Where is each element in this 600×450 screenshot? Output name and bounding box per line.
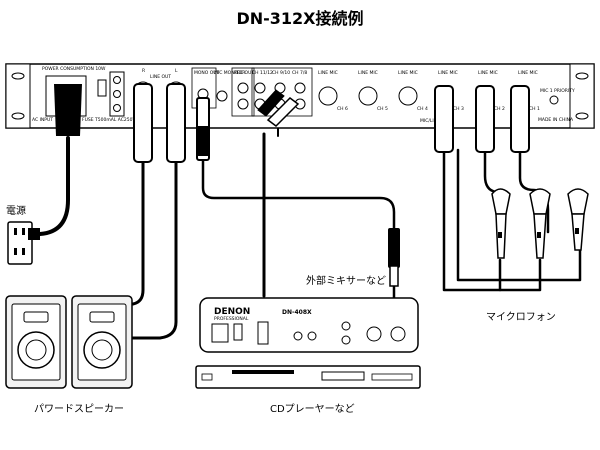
line-mic-switch-6: LINE MIC xyxy=(318,70,338,76)
power-plug xyxy=(54,84,82,136)
rec-out-label: REC OUT xyxy=(234,70,254,76)
mic1-priority-knob xyxy=(549,95,559,105)
mixer-phone-plug xyxy=(388,228,400,287)
ch3-plug xyxy=(434,85,454,153)
power-cable xyxy=(32,136,70,236)
ac-input-label: AC INPUT xyxy=(32,117,53,123)
mic1-priority-label: MIC 1 PRIORITY xyxy=(540,88,575,94)
cd-player xyxy=(195,365,421,389)
rack-panel: POWER CONSUMPTION 10W AC INPUT FUSE T500… xyxy=(5,63,595,129)
microphones-label: マイクロフォン xyxy=(486,311,556,323)
rca-plug-1 xyxy=(257,89,285,117)
ch-7-8-jack-a xyxy=(294,82,306,94)
mixer-xlr-1 xyxy=(366,326,382,342)
ch4-jack xyxy=(398,86,418,106)
ch6-label: CH 6 xyxy=(337,106,348,112)
rack-hole-tr xyxy=(575,72,589,80)
power-plug-in-outlet xyxy=(28,228,40,240)
mixer-ac-inlet xyxy=(211,323,229,343)
cd-player-label: CDプレーヤーなど xyxy=(270,403,355,415)
mixer-brand-sub: PROFESSIONAL xyxy=(214,316,249,322)
plugs xyxy=(54,83,530,163)
line-mic-switch-1: LINE MIC xyxy=(518,70,538,76)
mixer-fuse xyxy=(257,321,269,345)
mixer-xlr-2 xyxy=(390,326,406,342)
ch1-label: CH 1 xyxy=(529,106,540,112)
microphone-3 xyxy=(567,188,589,251)
line-out-l-cable xyxy=(131,158,178,340)
mixer-brand: DENON xyxy=(214,307,250,317)
ch5-label: CH 5 xyxy=(377,106,388,112)
line-out-l-plug xyxy=(166,83,186,163)
rack-hole-br xyxy=(575,112,589,120)
mixer-knob-2 xyxy=(307,331,317,341)
line-out-label: LINE OUT xyxy=(150,74,171,80)
mic-monitor-jack xyxy=(216,90,228,102)
line-mic-switch-4: LINE MIC xyxy=(398,70,418,76)
ch-11-12-jack-a xyxy=(254,82,266,94)
ch3-label: CH 3 xyxy=(453,106,464,112)
rec-out-jack-1 xyxy=(237,82,249,94)
dn-408x-mixer: DENON PROFESSIONAL DN-408X xyxy=(199,297,419,353)
powered-speaker-left xyxy=(5,295,67,389)
mic-monitor-label: MIC MONITOR xyxy=(214,70,245,76)
mixer-jack-1 xyxy=(341,321,351,331)
mic-line-in-label: MIC/LINE IN xyxy=(420,118,446,124)
ch5-jack xyxy=(358,86,378,106)
diagram-title: DN-312X接続例 xyxy=(236,9,363,28)
line-mic-switch-5: LINE MIC xyxy=(358,70,378,76)
powered-speaker-right xyxy=(71,295,133,389)
external-mixer-label: 外部ミキサーなど xyxy=(306,274,386,287)
powered-speakers-label: パワードスピーカー xyxy=(34,403,124,415)
line-mic-switch-2: LINE MIC xyxy=(478,70,498,76)
ch2-plug xyxy=(475,85,495,153)
line-out-r-tag: R xyxy=(142,68,145,74)
mic-cable-3 xyxy=(442,148,542,292)
cd-display xyxy=(321,371,365,381)
screw-terminals xyxy=(109,71,125,117)
microphone-1 xyxy=(491,188,511,259)
made-in-label: MADE IN CHINA xyxy=(538,117,574,123)
cd-disc-tray xyxy=(232,370,294,374)
mixer-power-switch xyxy=(233,323,243,341)
ch-11-12-label: CH 11/12 xyxy=(252,70,273,76)
ch-7-8-label: CH 7/8 xyxy=(292,70,307,76)
power-consumption-label: POWER CONSUMPTION 10W xyxy=(42,66,106,72)
line-mic-switch-3: LINE MIC xyxy=(438,70,458,76)
line-out-l-tag: L xyxy=(175,68,178,74)
mixer-knob-1 xyxy=(293,331,303,341)
mixer-jack-2 xyxy=(341,335,351,345)
ch4-label: CH 4 xyxy=(417,106,428,112)
mono-out-label: MONO OUT xyxy=(194,70,220,76)
power-label: 電源 xyxy=(6,204,26,217)
rack-hole-bl xyxy=(11,112,25,120)
mono-out-cable xyxy=(201,158,396,230)
ch2-label: CH 2 xyxy=(494,106,505,112)
rack-hole-tl xyxy=(11,72,25,80)
ch6-jack xyxy=(318,86,338,106)
fuse-label: FUSE T500mAL AC250V xyxy=(82,117,136,123)
mic-cable-3b xyxy=(456,148,582,282)
microphone-2 xyxy=(529,188,551,259)
mixer-model: DN-408X xyxy=(282,309,312,316)
rca-plug-2 xyxy=(266,97,300,127)
ch1-plug xyxy=(510,85,530,153)
power-outlet xyxy=(7,221,40,265)
ch-9-10-label: CH 9/10 xyxy=(272,70,290,76)
line-out-r-cable xyxy=(126,158,145,306)
fuse-holder xyxy=(97,79,107,97)
line-out-r-plug xyxy=(133,83,153,163)
cables xyxy=(32,125,582,340)
rec-out-jack-2 xyxy=(237,98,249,110)
